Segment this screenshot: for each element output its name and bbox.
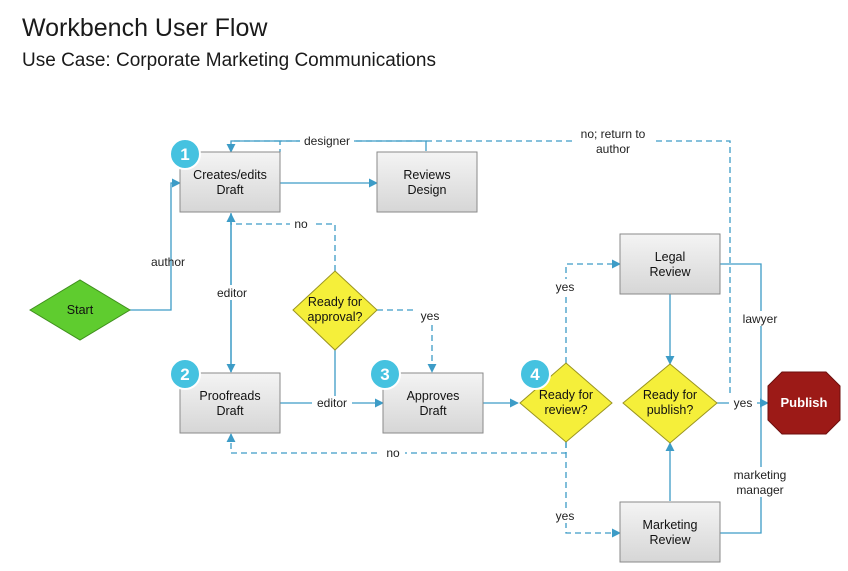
label-marketing-manager-1: marketing	[734, 468, 787, 482]
step-badge-4-number: 4	[530, 365, 540, 384]
ready-approval-label-1: Ready for	[308, 295, 362, 309]
ready-publish-label-2: publish?	[647, 403, 694, 417]
legal-review-label-2: Review	[650, 265, 692, 279]
step-badge-1-number: 1	[180, 145, 189, 164]
edge-lawyer	[720, 263, 762, 403]
edge-review-yes-marketing	[565, 442, 621, 538]
publish-label: Publish	[781, 395, 828, 410]
reviews-design-label-2: Design	[408, 183, 447, 197]
marketing-review-label-2: Review	[650, 533, 692, 547]
diagram-subtitle: Use Case: Corporate Marketing Communicat…	[22, 50, 436, 71]
label-yes-marketing: yes	[556, 509, 575, 523]
reviews-design-label-1: Reviews	[403, 168, 450, 182]
publish-node[interactable]: Publish	[767, 371, 841, 435]
approves-node[interactable]: Approves Draft	[382, 372, 484, 434]
label-yes-legal: yes	[556, 280, 575, 294]
step-badge-2: 2	[169, 358, 201, 390]
start-label: Start	[67, 303, 94, 317]
label-return-author-2: author	[596, 142, 630, 156]
label-marketing-manager-2: manager	[736, 483, 783, 497]
step-badge-2-number: 2	[180, 365, 189, 384]
label-editor-right: editor	[317, 396, 347, 410]
ready-review-label-2: review?	[544, 403, 587, 417]
label-editor-up: editor	[217, 286, 247, 300]
step-badge-3: 3	[369, 358, 401, 390]
proofreads-label-1: Proofreads	[199, 389, 260, 403]
label-lawyer: lawyer	[743, 312, 778, 326]
edge-review-no	[226, 433, 567, 454]
ready-review-label-1: Ready for	[539, 388, 593, 402]
legal-review-label-1: Legal	[655, 250, 686, 264]
proofreads-label-2: Draft	[216, 404, 244, 418]
ready-publish-label-1: Ready for	[643, 388, 697, 402]
step-badge-1: 1	[169, 138, 201, 170]
marketing-review-node[interactable]: Marketing Review	[619, 501, 721, 563]
ready-approval-decision[interactable]: Ready for approval?	[292, 270, 378, 351]
label-return-author-1: no; return to	[581, 127, 646, 141]
edge-start-to-create	[130, 178, 181, 311]
label-no-approval: no	[294, 217, 308, 231]
ready-approval-label-2: approval?	[308, 310, 363, 324]
approves-label-1: Approves	[407, 389, 460, 403]
edge-marketing-manager	[720, 403, 762, 534]
step-badge-3-number: 3	[380, 365, 389, 384]
label-author: author	[151, 255, 185, 269]
step-badge-4: 4	[519, 358, 551, 390]
start-node[interactable]: Start	[29, 279, 131, 341]
approves-label-2: Draft	[419, 404, 447, 418]
diagram-title: Workbench User Flow	[22, 14, 268, 42]
label-yes-approval: yes	[421, 309, 440, 323]
marketing-review-label-1: Marketing	[643, 518, 698, 532]
label-yes-publish: yes	[734, 396, 753, 410]
label-no-review: no	[386, 446, 400, 460]
create-draft-label-2: Draft	[216, 183, 244, 197]
edge-approval-no	[226, 213, 336, 271]
label-designer: designer	[304, 134, 350, 148]
edge-review-yes-legal	[565, 259, 621, 363]
reviews-design-node[interactable]: Reviews Design	[376, 151, 478, 213]
create-draft-label-1: Creates/edits	[193, 168, 267, 182]
ready-publish-decision[interactable]: Ready for publish?	[622, 363, 718, 444]
edge-return-to-author	[231, 140, 731, 403]
legal-review-node[interactable]: Legal Review	[619, 233, 721, 295]
